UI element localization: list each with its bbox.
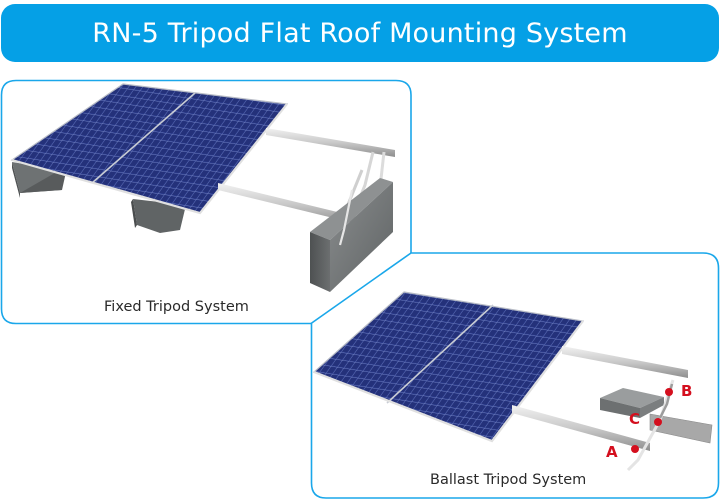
caption-ballast-tripod: Ballast Tripod System: [430, 472, 587, 488]
marker-dot-a: [631, 445, 639, 453]
rail-upper: [562, 346, 688, 378]
concrete-block-middle: [131, 199, 186, 233]
marker-label-a: A: [606, 443, 618, 461]
marker-dot-b: [665, 388, 673, 396]
frame-borders: [0, 79, 720, 499]
fixed-tripod-illustration: [10, 83, 395, 292]
concrete-ballast-small: [600, 388, 664, 418]
ballast-tripod-illustration: [312, 291, 713, 472]
page-title: RN-5 Tripod Flat Roof Mounting System: [92, 17, 628, 49]
rail-upper: [266, 128, 395, 157]
concrete-ballast-block: [310, 178, 393, 292]
rail-lower: [512, 405, 650, 451]
title-banner: RN-5 Tripod Flat Roof Mounting System: [1, 4, 719, 62]
base-plate: [649, 413, 713, 444]
marker-label-c: C: [629, 410, 641, 428]
rail-lower: [218, 183, 362, 225]
marker-label-b: B: [681, 382, 693, 400]
caption-fixed-tripod: Fixed Tripod System: [104, 299, 249, 315]
marker-dot-c: [654, 418, 662, 426]
